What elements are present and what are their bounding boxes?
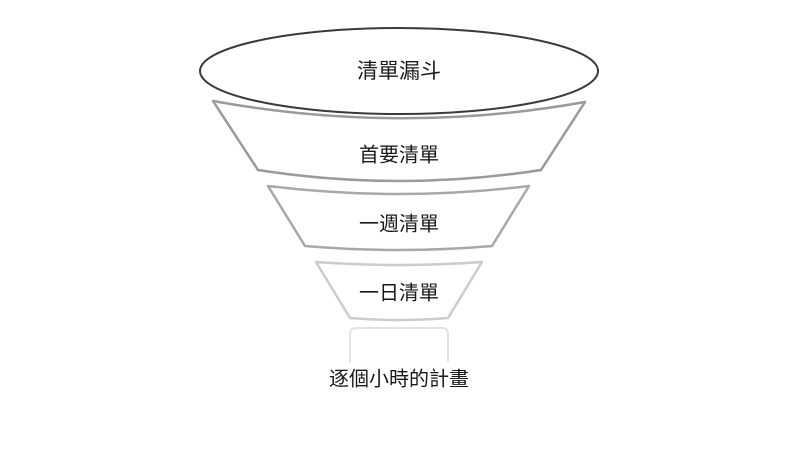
funnel-stage-3 — [314, 260, 484, 322]
funnel-stage-2 — [266, 184, 531, 252]
funnel-stage-1 — [211, 99, 587, 183]
funnel-stage-2-label: 一週清單 — [359, 212, 439, 236]
funnel-stage-1-label: 首要清單 — [359, 143, 439, 167]
funnel-base-label: 逐個小時的計畫 — [329, 367, 469, 391]
funnel-title: 清單漏斗 — [357, 59, 441, 83]
funnel-base — [349, 327, 449, 362]
funnel-stage-3-label: 一日清單 — [359, 281, 439, 305]
funnel-rim — [199, 27, 599, 115]
